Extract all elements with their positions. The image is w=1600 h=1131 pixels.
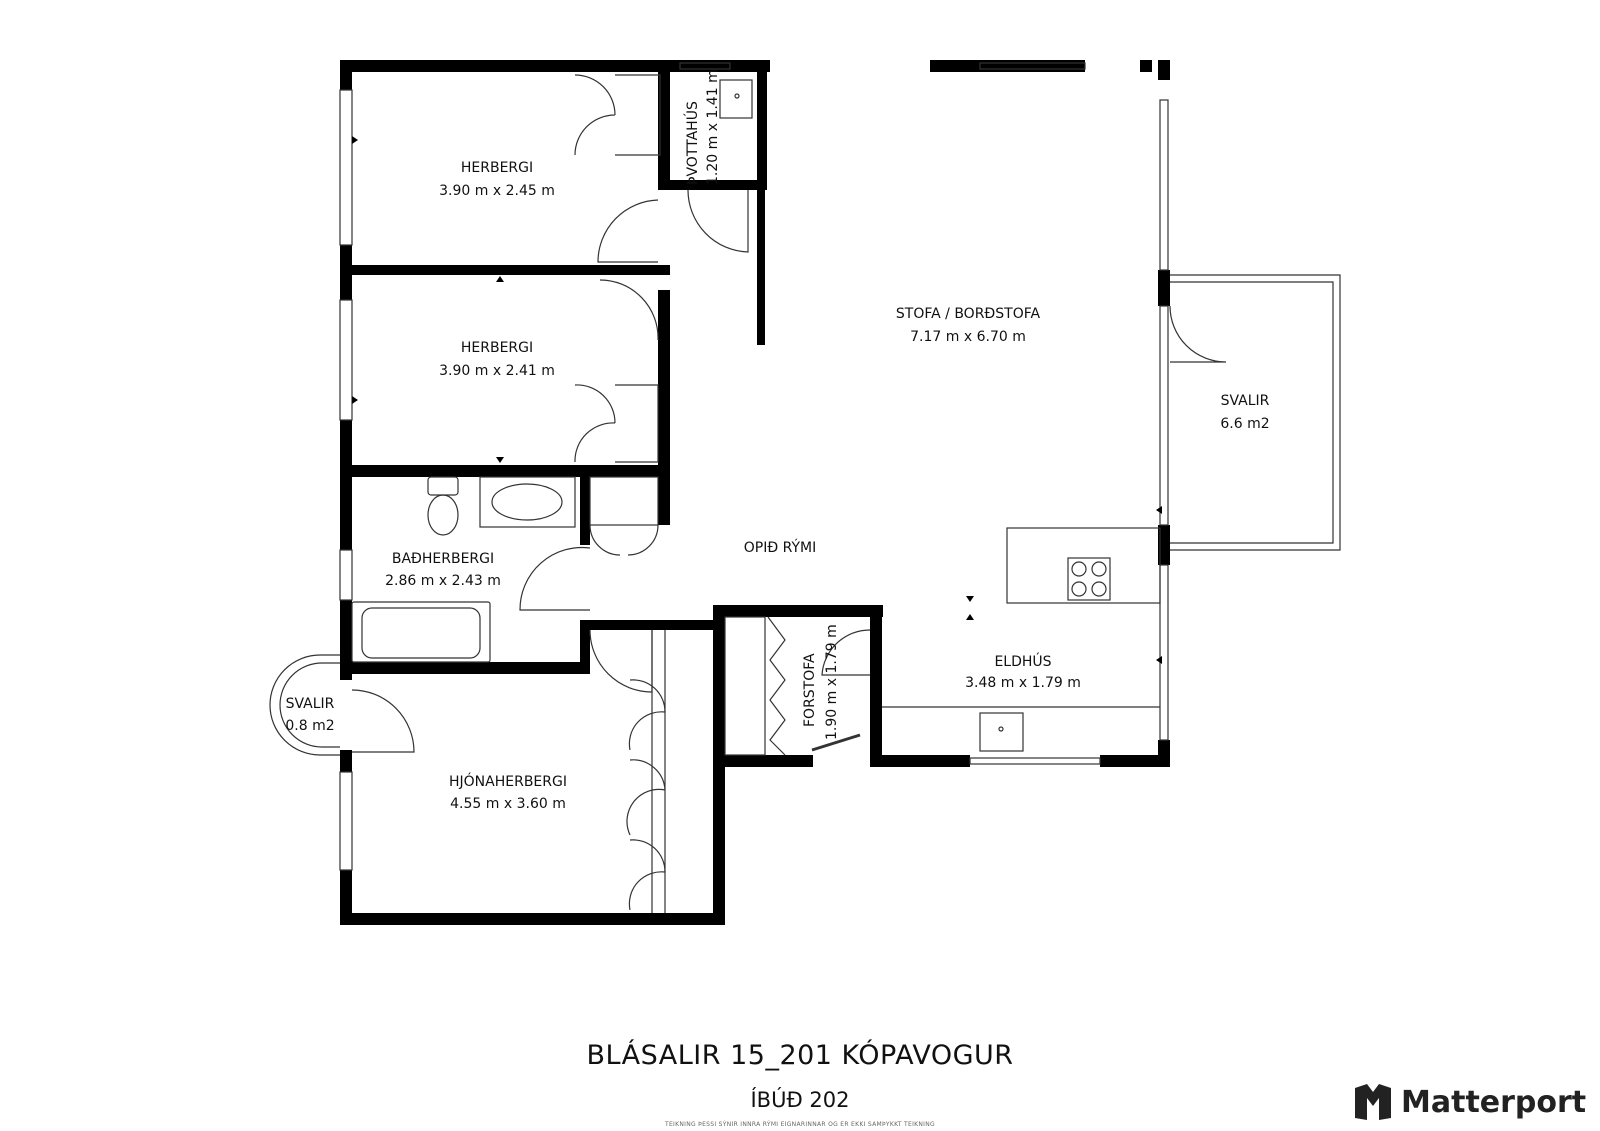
room-dims: 4.55 m x 3.60 m bbox=[450, 796, 566, 812]
matterport-logo: Matterport bbox=[1353, 1080, 1586, 1124]
room-dims-vertical: 1.20 m x 1.41 m bbox=[705, 69, 721, 185]
room-name: OPIÐ RÝMI bbox=[744, 539, 816, 556]
room-dims: 3.48 m x 1.79 m bbox=[965, 675, 1081, 691]
room-dims: 2.86 m x 2.43 m bbox=[385, 573, 501, 589]
room-name: SVALIR bbox=[286, 696, 335, 712]
room-dims: 6.6 m2 bbox=[1220, 416, 1269, 432]
brand-name: Matterport bbox=[1401, 1084, 1587, 1120]
plan-subtitle: ÍBÚÐ 202 bbox=[750, 1088, 850, 1112]
room-dims: 3.90 m x 2.41 m bbox=[439, 363, 555, 379]
room-dims-vertical: 1.90 m x 1.79 m bbox=[824, 624, 840, 740]
room-name: BAÐHERBERGI bbox=[392, 551, 494, 567]
room-name-vertical: FORSTOFA bbox=[802, 653, 818, 727]
fixtures bbox=[269, 62, 1341, 913]
room-name: HJÓNAHERBERGI bbox=[449, 772, 567, 790]
room-labels: HERBERGI 3.90 m x 2.45 m HERBERGI 3.90 m… bbox=[285, 69, 1269, 812]
room-name: STOFA / BORÐSTOFA bbox=[896, 306, 1041, 322]
room-name: HERBERGI bbox=[461, 340, 533, 356]
room-dims: 3.90 m x 2.45 m bbox=[439, 183, 555, 199]
room-dims: 0.8 m2 bbox=[285, 718, 334, 734]
matterport-logo-icon bbox=[1355, 1084, 1391, 1120]
room-dims: 7.17 m x 6.70 m bbox=[910, 329, 1026, 345]
room-name: SVALIR bbox=[1221, 393, 1270, 409]
plan-title: BLÁSALIR 15_201 KÓPAVOGUR bbox=[586, 1040, 1014, 1071]
walls bbox=[340, 60, 1170, 925]
floor-plan: HERBERGI 3.90 m x 2.45 m HERBERGI 3.90 m… bbox=[269, 60, 1341, 925]
room-name: HERBERGI bbox=[461, 160, 533, 176]
room-name-vertical: ÞVOTTAHÚS bbox=[683, 101, 701, 185]
room-name: ELDHÚS bbox=[994, 652, 1051, 670]
dimension-ticks bbox=[352, 60, 1162, 664]
plan-disclaimer: TEIKNING ÞESSI SÝNIR INNRA RÝMI EIGNARIN… bbox=[665, 1121, 935, 1128]
